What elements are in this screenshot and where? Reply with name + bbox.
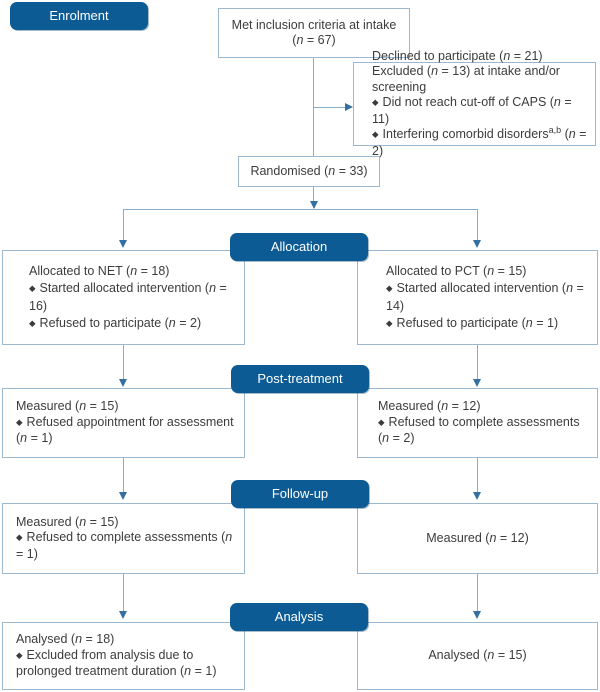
stage-pill-allocation: Allocation [230,233,368,261]
connector-follow-analysis-left [123,574,124,611]
arrow-down-icon [473,611,481,619]
bullet-line: ◆Refused to complete assessments (n = 2) [378,415,593,447]
box-text-line: Allocated to PCT (n = 15) [386,263,527,278]
connector-branch-to-excluded [314,107,345,108]
bullet-line: ◆Refused appointment for assessment (n =… [16,415,240,447]
arrow-down-icon [473,492,481,500]
connector-split-left [123,209,124,240]
box-text-line: Randomised (n = 33) [250,163,368,178]
box-text-line: Declined to participate (n = 21) [372,48,543,63]
bullet-line: ◆Did not reach cut-off of CAPS (n = 11) [372,95,591,127]
bullet-line: ◆Refused to participate (n = 2) [29,315,240,333]
box-text-line: (n = 67) [292,33,336,47]
connector-post-follow-left [123,458,124,492]
connector-split-right [477,209,478,240]
diamond-bullet-icon: ◆ [29,317,36,328]
diamond-bullet-icon: ◆ [29,282,36,293]
bullet-line: ◆Excluded from analysis due to prolonged… [16,648,230,680]
box-text-line: Analysed (n = 18) [16,632,115,647]
diamond-bullet-icon: ◆ [372,129,379,140]
arrow-down-icon [119,611,127,619]
stage-pill-follow-up: Follow-up [231,480,369,508]
arrow-down-icon [119,492,127,500]
connector-intake-to-randomised [313,58,314,156]
box-text-line: Measured (n = 15) [16,514,119,529]
bullet-line: ◆Interfering comorbid disordersa,b (n = … [372,125,591,159]
connector-post-follow-right [477,458,478,492]
diamond-bullet-icon: ◆ [16,649,23,660]
diamond-bullet-icon: ◆ [386,282,393,293]
connector-follow-analysis-right [477,574,478,611]
arrow-down-icon [119,240,127,248]
bullet-line: ◆Started allocated intervention (n = 16) [29,280,240,315]
diamond-bullet-icon: ◆ [378,416,385,427]
arrow-down-icon [473,240,481,248]
box-follow-up-pct: Measured (n = 12) [357,503,598,574]
stage-pill-enrolment: Enrolment [10,2,148,30]
diamond-bullet-icon: ◆ [16,416,23,427]
box-post-treatment-net: Measured (n = 15) ◆Refused appointment f… [2,388,245,458]
arrow-down-icon [310,201,318,209]
diamond-bullet-icon: ◆ [386,317,393,328]
bullet-text: Interfering comorbid disordersa,b (n = 2… [372,125,587,158]
box-analysis-pct: Analysed (n = 15) [357,622,598,690]
box-allocated-net: Allocated to NET (n = 18) ◆Started alloc… [2,250,245,345]
diamond-bullet-icon: ◆ [372,97,379,108]
box-excluded: Declined to participate (n = 21) Exclude… [353,49,596,158]
bullet-text: Started allocated intervention (n = 16) [29,280,227,313]
bullet-text: Refused to participate (n = 2) [39,315,202,330]
box-randomised: Randomised (n = 33) [238,156,380,187]
bullet-text: Excluded from analysis due to prolonged … [16,647,217,679]
arrow-down-icon [473,379,481,387]
arrow-right-icon [345,103,353,111]
bullet-text: Refused appointment for assessment (n = … [16,414,234,446]
bullet-text: Refused to complete assessments (n = 1) [16,530,233,561]
box-post-treatment-pct: Measured (n = 12) ◆Refused to complete a… [357,388,598,458]
box-analysis-net: Analysed (n = 18) ◆Excluded from analysi… [2,622,245,690]
box-met-inclusion: Met inclusion criteria at intake (n = 67… [218,8,410,58]
bullet-line: ◆Started allocated intervention (n = 14) [386,280,593,315]
diamond-bullet-icon: ◆ [16,532,23,543]
box-text-line: Measured (n = 12) [378,399,481,414]
connector-randomised-stem [313,187,314,201]
bullet-line: ◆Refused to complete assessments (n = 1) [16,530,240,562]
box-text-line: Measured (n = 15) [16,399,119,414]
connector-alloc-post-right [477,345,478,379]
bullet-text: Started allocated intervention (n = 14) [386,280,584,313]
box-allocated-pct: Allocated to PCT (n = 15) ◆Started alloc… [357,250,598,345]
connector-alloc-post-left [123,345,124,379]
box-text-line: Measured (n = 12) [426,530,529,545]
box-text-line: Analysed (n = 15) [428,648,527,663]
bullet-line: ◆Refused to participate (n = 1) [386,315,593,333]
arrow-down-icon [119,379,127,387]
bullet-text: Refused to participate (n = 1) [396,315,559,330]
connector-split-bar [123,209,478,210]
box-text-line: Met inclusion criteria at intake [231,17,397,32]
box-text-line: Allocated to NET (n = 18) [29,263,170,278]
bullet-text: Refused to complete assessments (n = 2) [378,414,580,446]
stage-pill-analysis: Analysis [230,603,368,631]
stage-pill-post-treatment: Post-treatment [231,365,369,393]
box-follow-up-net: Measured (n = 15) ◆Refused to complete a… [2,503,245,574]
bullet-text: Did not reach cut-off of CAPS (n = 11) [372,95,572,126]
box-text-line: Excluded (n = 13) at intake and/or scree… [372,64,560,94]
